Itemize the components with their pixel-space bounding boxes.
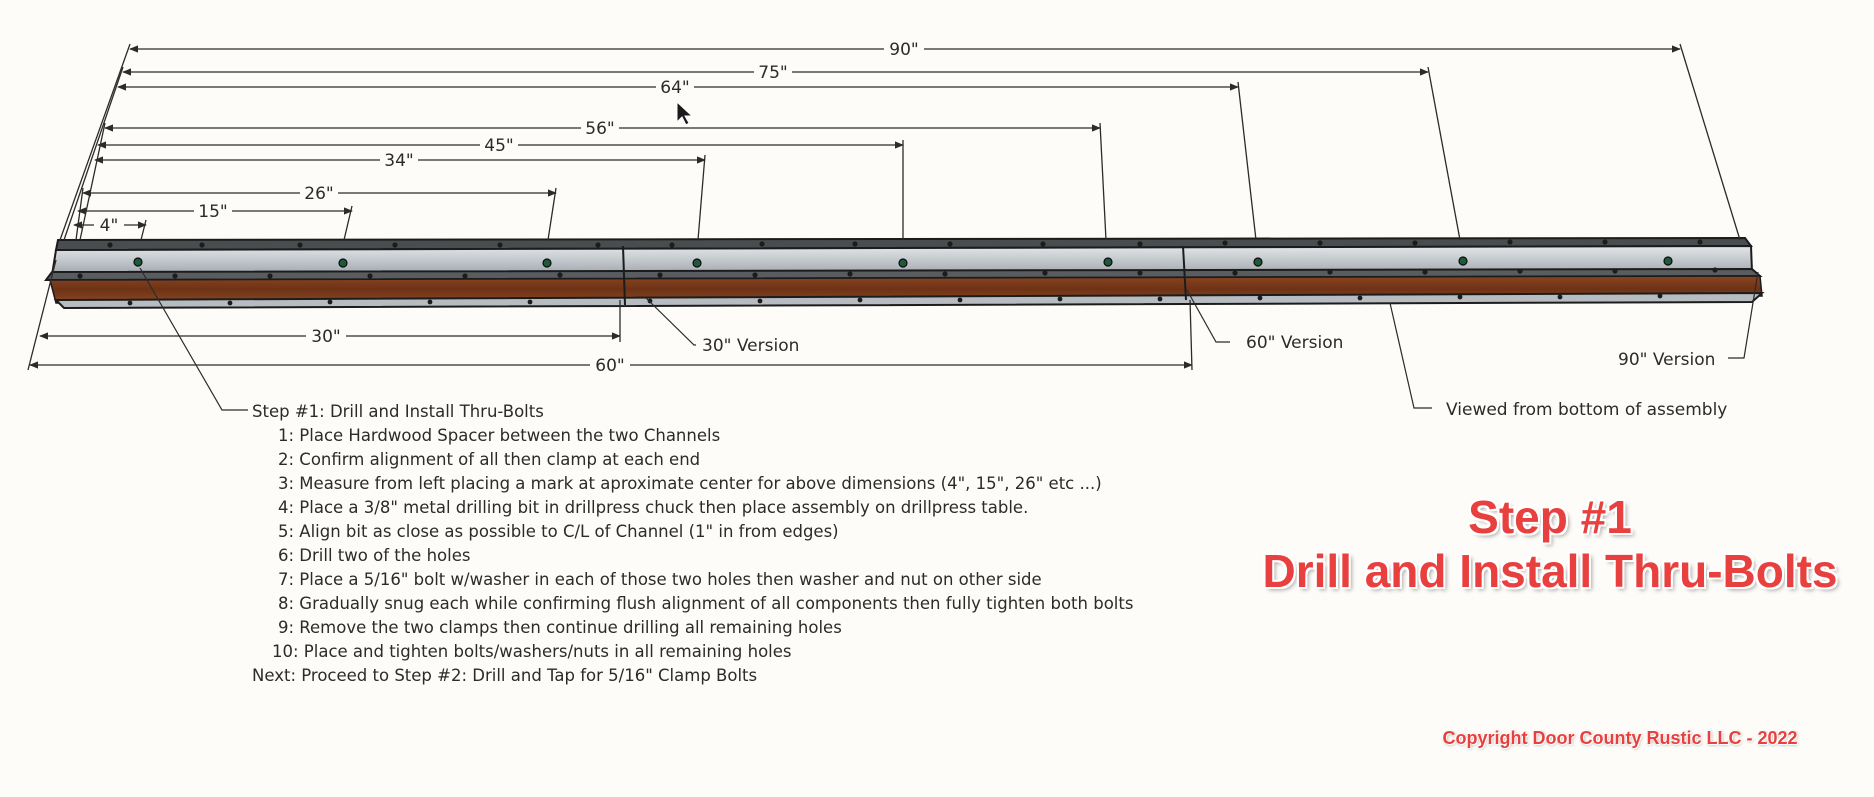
dim-15: 15"	[198, 202, 227, 222]
bottom-dimension-labels: 30" 60"	[306, 325, 630, 376]
next-step-note: Next: Proceed to Step #2: Drill and Tap …	[252, 666, 758, 685]
dim-30: 30"	[311, 327, 340, 347]
top-dimension-labels: 90" 75" 64" 56" 45" 34" 26" 15" 4"	[94, 38, 924, 236]
callout-bottom-view: Viewed from bottom of assembly	[1446, 400, 1727, 420]
step-item: 8: Gradually snug each while confirming …	[278, 594, 1134, 613]
dim-26: 26"	[304, 184, 333, 204]
callout-leaders	[139, 267, 1759, 411]
step-item: 7: Place a 5/16" bolt w/washer in each o…	[278, 570, 1042, 589]
dim-4: 4"	[100, 216, 119, 236]
seam-60	[1182, 245, 1187, 301]
step-item: 9: Remove the two clamps then continue d…	[278, 618, 842, 637]
step-item: 3: Measure from left placing a mark at a…	[278, 474, 1102, 493]
instructions-list: Step #1: Drill and Install Thru-Bolts 1:…	[252, 400, 1133, 688]
instructions-heading: Step #1: Drill and Install Thru-Bolts	[252, 402, 544, 421]
step-item: 4: Place a 3/8" metal drilling bit in dr…	[278, 498, 1029, 517]
dim-45: 45"	[484, 136, 513, 156]
dim-64: 64"	[660, 78, 689, 98]
callout-90-version: 90" Version	[1618, 350, 1715, 370]
seam-30	[622, 245, 626, 306]
step-title: Step #1 Drill and Install Thru-Bolts	[1150, 490, 1874, 598]
bottom-channel	[53, 291, 1765, 310]
step-item: 6: Drill two of the holes	[278, 546, 471, 565]
mouse-cursor-icon	[676, 100, 694, 126]
step-item: 1: Place Hardwood Spacer between the two…	[278, 426, 721, 445]
dim-75: 75"	[758, 63, 787, 83]
copyright-notice: Copyright Door County Rustic LLC - 2022	[1442, 728, 1798, 748]
step-item: 5: Align bit as close as possible to C/L…	[278, 522, 839, 541]
step-item: 10: Place and tighten bolts/washers/nuts…	[272, 642, 792, 661]
step-title-line1: Step #1	[1468, 491, 1632, 543]
step-item: 2: Confirm alignment of all then clamp a…	[278, 450, 701, 469]
channel-assembly	[43, 236, 1765, 310]
flange-holes	[77, 239, 1718, 306]
drilled-holes	[133, 256, 1673, 268]
dim-60: 60"	[595, 356, 624, 376]
callout-60-version: 60" Version	[1246, 333, 1343, 353]
callout-30-version: 30" Version	[702, 336, 799, 356]
top-dimensions	[59, 43, 1741, 241]
dim-90: 90"	[889, 40, 918, 60]
step-title-line2: Drill and Install Thru-Bolts	[1262, 545, 1838, 597]
dim-34: 34"	[384, 151, 413, 171]
dim-56: 56"	[585, 119, 614, 139]
